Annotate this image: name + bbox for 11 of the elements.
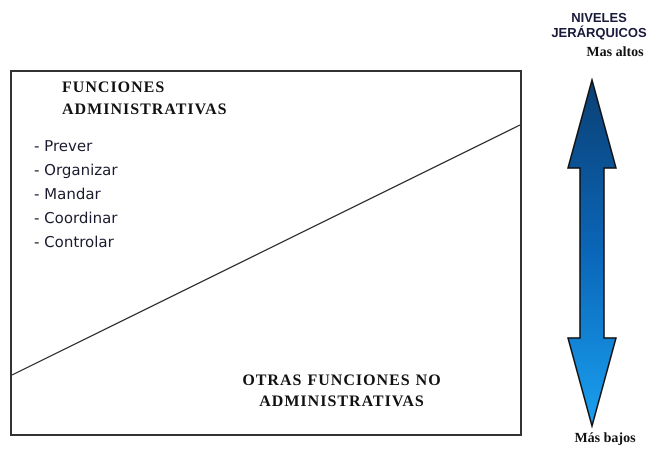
list-item: - Prever (34, 136, 94, 157)
list-item: - Coordinar (34, 208, 118, 229)
list-item: - Organizar (34, 160, 118, 181)
split-box (10, 70, 522, 436)
heading: OTRAS FUNCIONES NO ADMINISTRATIVAS (241, 371, 443, 412)
axis-label: Más bajos (573, 430, 637, 448)
list-item: - Controlar (34, 232, 115, 253)
axis-title: NIVELES JERÁRQUICOS (550, 10, 648, 40)
heading: FUNCIONES ADMINISTRATIVAS (62, 78, 229, 120)
list-item: - Mandar (34, 184, 102, 205)
axis-label: Mas altos (585, 44, 645, 62)
